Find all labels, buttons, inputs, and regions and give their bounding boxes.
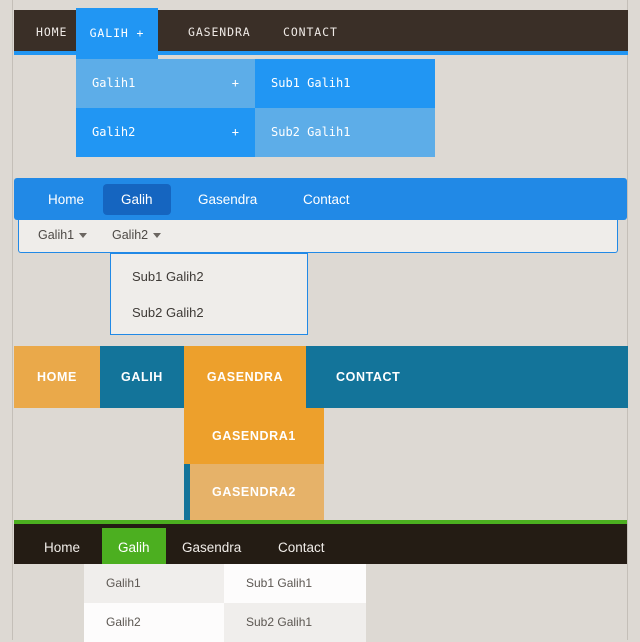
plus-icon: +: [231, 76, 239, 90]
nav-item-home[interactable]: Home: [48, 192, 85, 207]
dropdown-column-primary: Galih1 + Galih2 +: [76, 59, 255, 157]
subnav-bar: Galih1 Galih2: [18, 220, 618, 253]
chevron-down-icon: [79, 233, 88, 239]
menu-demo-orange-teal: HOME GALIH GASENDRA CONTACT GASENDRA1 GA…: [0, 340, 640, 520]
dropdown-item-sub1-galih1[interactable]: Sub1 Galih1: [255, 59, 435, 108]
dropdown-item-galih2[interactable]: Galih2: [84, 603, 224, 642]
dropdown-panel-galih: Galih1 + Galih2 + Sub1 Galih1 Sub2 Galih…: [76, 59, 435, 157]
menu-demo-dark-green: Home Galih Gasendra Contact Galih1 Galih…: [0, 512, 640, 642]
menu-demo-blue-bar: Home Galih Gasendra Contact Galih1 Galih…: [0, 170, 640, 340]
subnav-item-label: Galih1: [38, 228, 75, 242]
dropdown-item-sub2-galih1[interactable]: Sub2 Galih1: [255, 108, 435, 157]
page-guide-left: [12, 0, 13, 640]
chevron-down-icon: [153, 233, 162, 239]
navbar-blue: Home Galih Gasendra Contact: [14, 178, 627, 220]
subnav-item-label: Galih2: [112, 228, 149, 242]
nav-item-gasendra[interactable]: GASENDRA: [188, 25, 251, 39]
nav-item-contact[interactable]: CONTACT: [283, 25, 338, 39]
nav-item-gasendra-active[interactable]: GASENDRA: [184, 346, 306, 408]
nav-item-galih-active[interactable]: Galih: [103, 184, 171, 215]
dropdown-item-galih2[interactable]: Galih2 +: [76, 108, 255, 157]
dropdown-item-galih1[interactable]: Galih1 +: [76, 59, 255, 108]
nav-item-galih[interactable]: GALIH: [100, 346, 184, 408]
page-guide-right: [627, 0, 628, 640]
nav-item-galih-active[interactable]: Galih: [102, 528, 166, 568]
subnav-item-galih2[interactable]: Galih2: [112, 220, 162, 251]
nav-item-contact[interactable]: CONTACT: [306, 346, 628, 408]
dropdown-item-sub1-galih2[interactable]: Sub1 Galih2: [132, 269, 204, 284]
dropdown-panel-gasendra: GASENDRA1 GASENDRA2: [184, 408, 324, 520]
menu-demo-dark-blue: HOME GASENDRA CONTACT GALIH + Galih1 + G…: [0, 0, 640, 170]
dropdown-item-sub2-galih2[interactable]: Sub2 Galih2: [132, 305, 204, 320]
dropdown-item-gasendra1[interactable]: GASENDRA1: [184, 408, 324, 464]
nav-item-gasendra[interactable]: Gasendra: [182, 540, 242, 555]
nav-item-galih-active[interactable]: GALIH +: [76, 8, 158, 59]
dropdown-item-gasendra2[interactable]: GASENDRA2: [184, 464, 324, 520]
dropdown-column-secondary: Sub1 Galih1 Sub2 Galih1: [224, 564, 366, 642]
dropdown-item-sub2-galih1[interactable]: Sub2 Galih1: [224, 603, 366, 642]
nav-item-home[interactable]: HOME: [36, 25, 68, 39]
dropdown-column-secondary: Sub1 Galih1 Sub2 Galih1: [255, 59, 435, 157]
dropdown-item-label: Galih1: [92, 76, 136, 90]
dropdown-item-label: Galih2: [92, 125, 136, 139]
dropdown-item-galih1[interactable]: Galih1: [84, 564, 224, 603]
nav-item-contact[interactable]: Contact: [303, 192, 350, 207]
nav-item-home[interactable]: Home: [44, 540, 81, 555]
nav-item-home[interactable]: HOME: [14, 346, 100, 408]
navbar-dark-green: Home Galih Gasendra Contact: [14, 520, 627, 568]
subnav-item-galih1[interactable]: Galih1: [38, 220, 88, 251]
nav-item-contact[interactable]: Contact: [278, 540, 325, 555]
plus-icon: +: [231, 125, 239, 139]
nav-item-gasendra[interactable]: Gasendra: [198, 192, 258, 207]
navbar-orange: HOME GALIH GASENDRA CONTACT: [14, 346, 628, 408]
dropdown-panel-galih2: Sub1 Galih2 Sub2 Galih2: [110, 253, 308, 335]
dropdown-item-sub1-galih1[interactable]: Sub1 Galih1: [224, 564, 366, 603]
dropdown-column-primary: Galih1 Galih2: [84, 564, 224, 642]
